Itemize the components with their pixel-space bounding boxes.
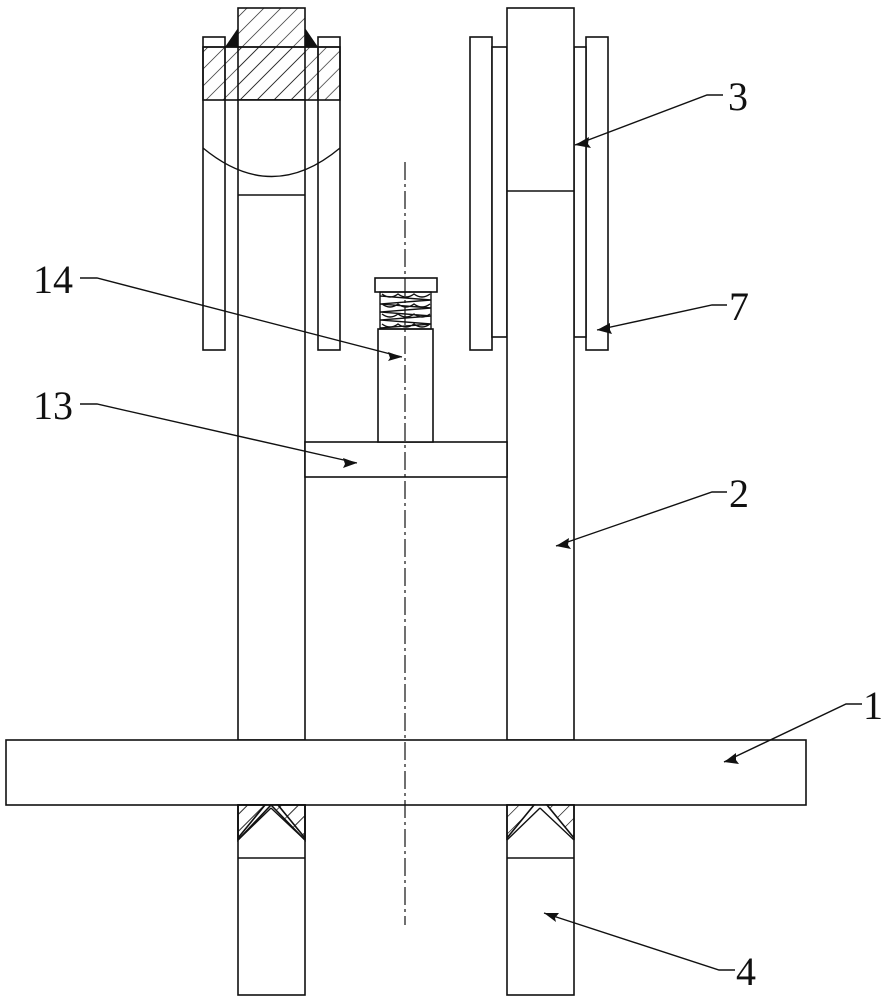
callout-13: 13	[33, 383, 358, 468]
left-outer-side-plate	[202, 36, 226, 351]
callout-7-label: 7	[729, 284, 749, 329]
left-column-assembly	[202, 7, 341, 741]
spring-plunger	[374, 277, 438, 443]
crossbar	[304, 441, 508, 478]
left-column	[237, 99, 306, 741]
callout-4: 4	[543, 912, 756, 994]
callout-4-label: 4	[736, 949, 756, 994]
left-inner-side-plate	[317, 36, 341, 351]
spring-icon	[379, 293, 432, 329]
callout-2: 2	[555, 471, 749, 549]
right-lower-leg	[506, 804, 575, 996]
callout-2-label: 2	[729, 471, 749, 516]
right-column-assembly	[469, 7, 609, 741]
callout-1-label: 1	[863, 683, 883, 728]
callout-3-label: 3	[728, 74, 748, 119]
callout-3: 3	[574, 74, 748, 148]
right-side-plate-left	[469, 36, 493, 351]
callout-14: 14	[33, 257, 403, 361]
callout-14-label: 14	[33, 257, 73, 302]
right-plate-spacer-left	[491, 46, 508, 338]
right-column	[506, 7, 575, 741]
left-weld-mark	[225, 28, 238, 47]
left-column-curve	[202, 147, 341, 178]
right-weld-mark	[305, 28, 318, 47]
callout-1: 1	[723, 683, 883, 764]
left-lower-leg	[237, 803, 306, 996]
callout-7: 7	[596, 284, 749, 334]
base-plate	[5, 739, 807, 806]
right-side-plate-right	[585, 36, 609, 351]
plunger-cap	[374, 277, 438, 293]
left-column-top-section	[237, 7, 306, 101]
callout-13-label: 13	[33, 383, 73, 428]
right-plate-spacer-right	[573, 46, 587, 338]
